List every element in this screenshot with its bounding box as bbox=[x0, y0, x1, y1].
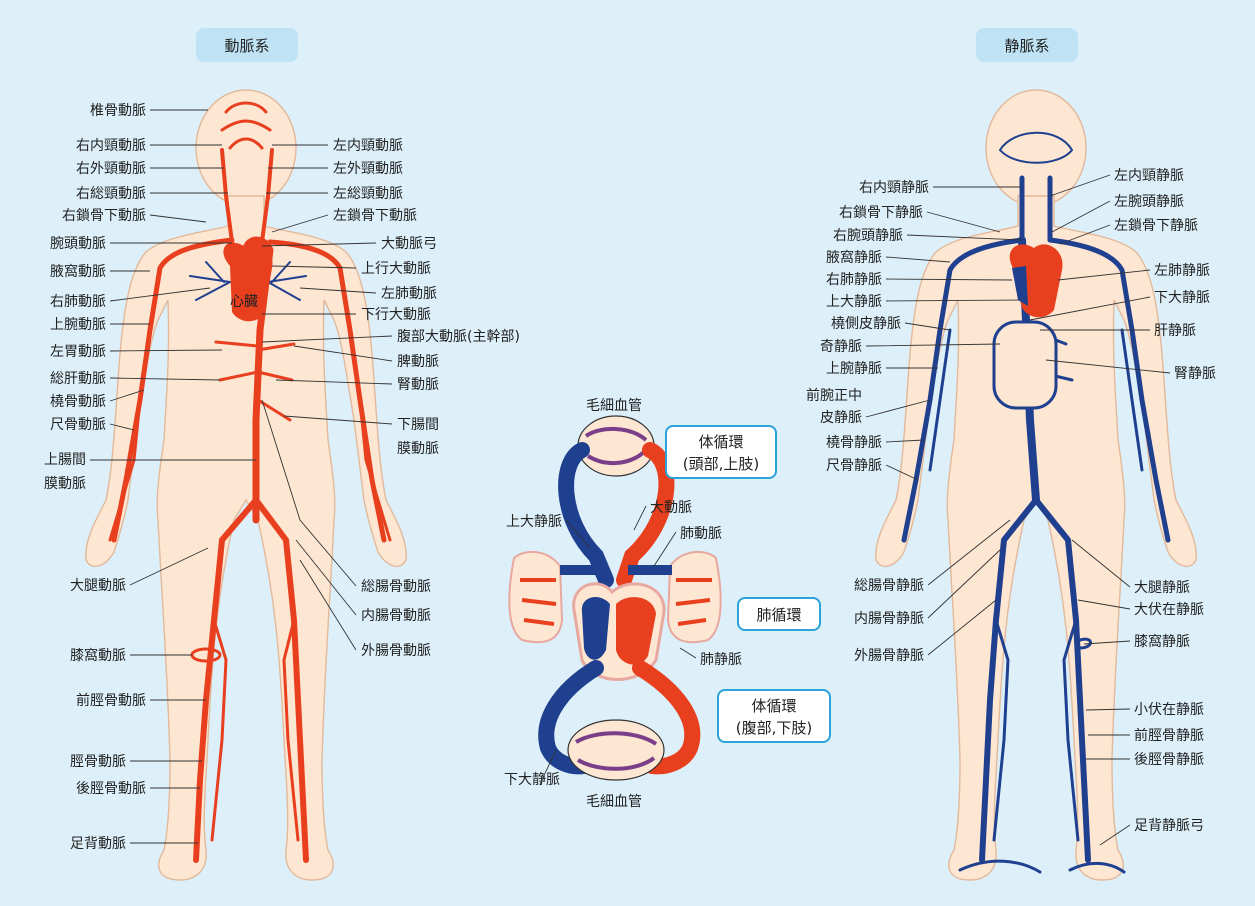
vein-label: 左内頸静脈 bbox=[1114, 168, 1184, 184]
vein-label: 足背静脈弓 bbox=[1134, 818, 1204, 834]
vein-label: 前脛骨静脈 bbox=[1134, 727, 1204, 744]
vein-label: 左肺静脈 bbox=[1154, 263, 1210, 279]
systemic-lower-line1: 体循環 bbox=[751, 697, 796, 715]
vein-label: 上大静脈 bbox=[826, 294, 882, 310]
artery-label: 前脛骨動脈 bbox=[76, 692, 146, 709]
artery-label: 尺骨動脈 bbox=[50, 417, 106, 433]
vein-label: 腎静脈 bbox=[1174, 366, 1216, 382]
artery-label: 膜動脈 bbox=[44, 476, 86, 492]
svc-label: 上大静脈 bbox=[506, 514, 562, 530]
artery-label: 左外頸動脈 bbox=[333, 161, 403, 177]
vein-label: 上腕静脈 bbox=[826, 361, 882, 377]
artery-label: 脛骨動脈 bbox=[70, 754, 126, 770]
vein-label: 左腕頭静脈 bbox=[1114, 194, 1184, 210]
pulm-vein-label: 肺静脈 bbox=[700, 652, 742, 668]
artery-label: 大動脈弓 bbox=[381, 236, 437, 252]
vein-label: 膝窩静脈 bbox=[1134, 633, 1190, 650]
vein-label: 腋窩静脈 bbox=[826, 249, 882, 266]
vein-label: 下大静脈 bbox=[1154, 290, 1210, 306]
artery-label: 右肺動脈 bbox=[50, 294, 106, 310]
artery-label: 腋窩動脈 bbox=[50, 263, 106, 280]
vein-label: 橈骨静脈 bbox=[826, 435, 882, 451]
vein-label: 右腕頭静脈 bbox=[833, 228, 903, 244]
artery-label: 後脛骨動脈 bbox=[76, 781, 146, 797]
venous-title: 静脈系 bbox=[1004, 37, 1049, 55]
artery-label: 腕頭動脈 bbox=[50, 236, 106, 252]
artery-label: 膝窩動脈 bbox=[70, 647, 126, 664]
vein-label: 後脛骨静脈 bbox=[1134, 752, 1204, 768]
pulm-artery-label: 肺動脈 bbox=[680, 526, 722, 542]
artery-label: 右内頸動脈 bbox=[76, 138, 146, 154]
vein-label: 大伏在静脈 bbox=[1134, 602, 1204, 618]
artery-label: 左総頸動脈 bbox=[333, 186, 403, 202]
artery-label: 腹部大動脈(主幹部) bbox=[397, 328, 520, 345]
artery-label: 左肺動脈 bbox=[381, 286, 437, 302]
vein-label: 皮静脈 bbox=[820, 410, 862, 426]
artery-label: 左胃動脈 bbox=[50, 344, 106, 360]
vein-label: 奇静脈 bbox=[820, 338, 862, 355]
circulation-schematic: 毛細血管 毛細血管 上大静脈 大動脈 肺動脈 肺静脈 下大静脈 体循環 bbox=[504, 398, 830, 810]
vein-label: 外腸骨静脈 bbox=[854, 648, 924, 664]
systemic-lower-line2: (腹部,下肢) bbox=[736, 719, 812, 737]
artery-label: 左内頸動脈 bbox=[333, 138, 403, 154]
artery-label: 橈骨動脈 bbox=[50, 394, 106, 410]
artery-label: 外腸骨動脈 bbox=[361, 643, 431, 659]
artery-label: 椎骨動脈 bbox=[90, 103, 146, 119]
artery-label: 右外頸動脈 bbox=[76, 161, 146, 177]
artery-label: 足背動脈 bbox=[70, 836, 126, 852]
vein-label: 橈側皮静脈 bbox=[831, 316, 901, 332]
artery-label: 膜動脈 bbox=[397, 441, 439, 457]
vein-label: 右肺静脈 bbox=[826, 272, 882, 288]
artery-label: 右鎖骨下動脈 bbox=[62, 208, 146, 224]
vein-label: 左鎖骨下静脈 bbox=[1114, 218, 1198, 234]
artery-label: 脾動脈 bbox=[397, 354, 439, 370]
vein-label: 内腸骨静脈 bbox=[854, 611, 924, 627]
vein-label: 右鎖骨下静脈 bbox=[839, 205, 923, 221]
artery-label: 上腸間 bbox=[44, 452, 86, 468]
capillary-bed-bottom bbox=[568, 720, 664, 780]
arterial-system: 動脈系 心臓 bbox=[44, 28, 520, 880]
vein-label: 前腕正中 bbox=[806, 387, 862, 404]
vein-label: 尺骨静脈 bbox=[826, 458, 882, 474]
vein-label: 大腿静脈 bbox=[1134, 580, 1190, 596]
artery-label: 下行大動脈 bbox=[361, 307, 431, 323]
pulmonary-label: 肺循環 bbox=[756, 606, 801, 624]
liver-outline bbox=[994, 322, 1056, 408]
right-heart bbox=[582, 597, 610, 660]
capillary-top-label: 毛細血管 bbox=[586, 398, 642, 414]
systemic-upper-line1: 体循環 bbox=[698, 433, 743, 451]
heart-label: 心臓 bbox=[230, 294, 258, 310]
artery-label: 上行大動脈 bbox=[361, 261, 431, 277]
capillary-bed-top bbox=[578, 416, 654, 476]
venous-system: 静脈系 右内頸静脈 右鎖骨下静脈 右腕頭静脈 腋窩静脈 bbox=[806, 28, 1216, 880]
aorta-label: 大動脈 bbox=[650, 500, 692, 516]
right-lung bbox=[509, 552, 562, 642]
artery-label: 大腿動脈 bbox=[70, 578, 126, 594]
vein-label: 右内頸静脈 bbox=[859, 180, 929, 196]
vein-label: 肝静脈 bbox=[1154, 323, 1196, 339]
artery-label: 右総頸動脈 bbox=[76, 186, 146, 202]
capillary-bottom-label: 毛細血管 bbox=[586, 794, 642, 810]
vein-label: 総腸骨静脈 bbox=[854, 578, 924, 594]
artery-label: 腎動脈 bbox=[397, 377, 439, 393]
vein-label: 小伏在静脈 bbox=[1134, 702, 1204, 718]
ivc-label: 下大静脈 bbox=[504, 772, 560, 788]
artery-label: 総腸骨動脈 bbox=[361, 579, 431, 595]
artery-label: 総肝動脈 bbox=[50, 371, 106, 387]
systemic-upper-line2: (頭部,上肢) bbox=[683, 455, 759, 473]
arterial-title: 動脈系 bbox=[224, 37, 269, 55]
left-lung bbox=[668, 552, 721, 642]
artery-label: 内腸骨動脈 bbox=[361, 608, 431, 624]
artery-label: 左鎖骨下動脈 bbox=[333, 208, 417, 224]
artery-label: 上腕動脈 bbox=[50, 317, 106, 333]
artery-label: 下腸間 bbox=[397, 417, 439, 433]
